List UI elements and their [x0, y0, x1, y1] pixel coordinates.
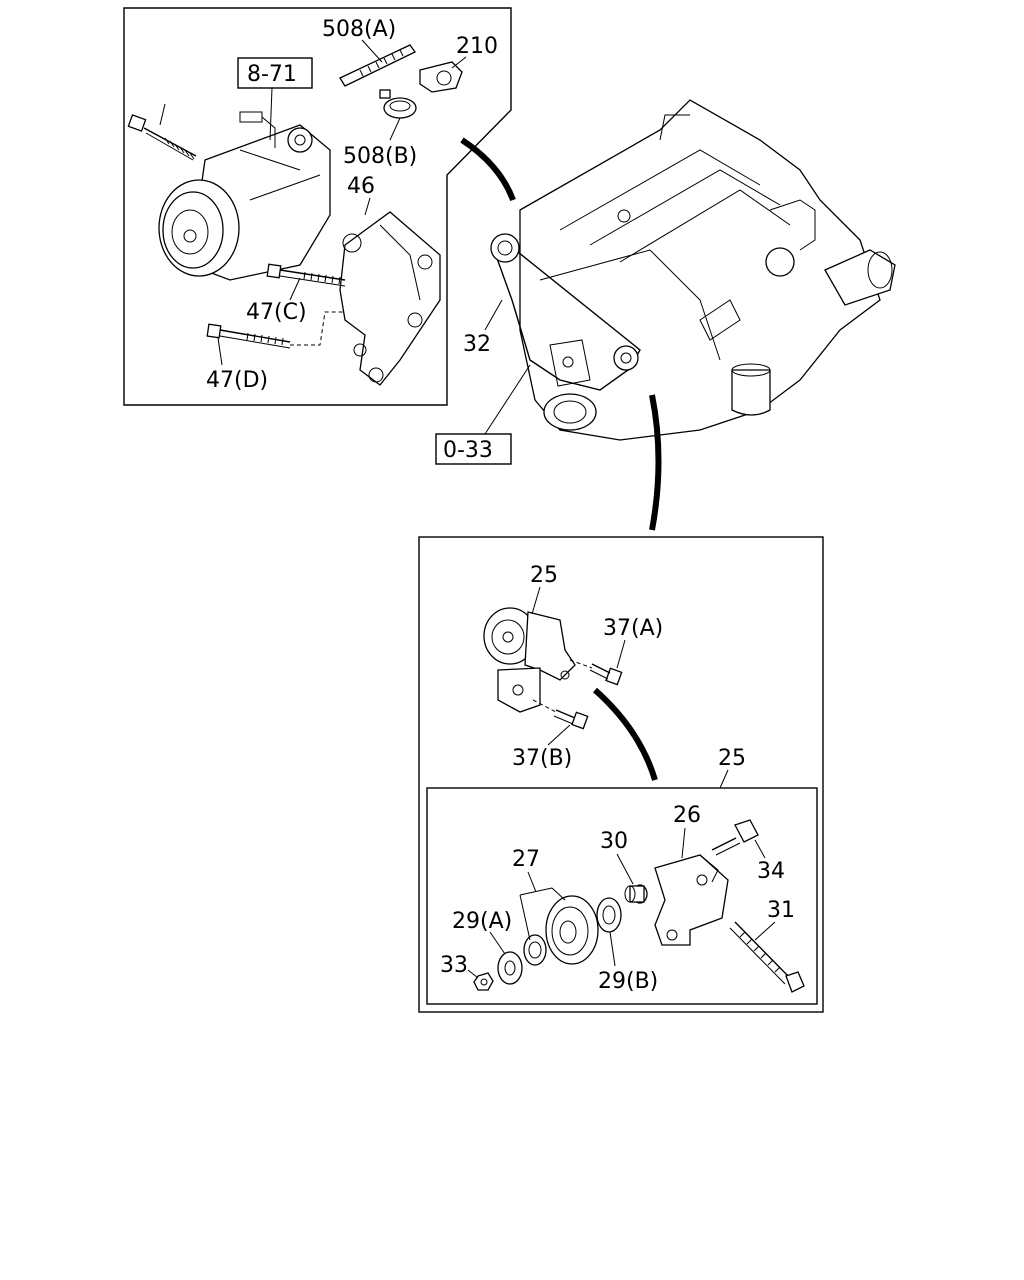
engine-icon — [519, 99, 896, 441]
compressor-inset-frame — [123, 7, 512, 406]
label-8-71: 8-71 — [247, 62, 297, 87]
compressor-icon — [158, 111, 331, 281]
bolt-14-icon — [127, 114, 197, 161]
label-29a: 29(A) — [452, 909, 512, 934]
label-25-top: 25 — [530, 563, 558, 588]
label-47c: 47(C) — [246, 300, 307, 325]
drive-belt-32-icon — [490, 233, 641, 431]
label-508a: 508(A) — [322, 17, 396, 42]
bolt-37a-icon — [569, 659, 623, 686]
tensioner-inset-frame — [418, 536, 824, 1013]
label-32: 32 — [463, 332, 491, 357]
label-47d: 47(D) — [206, 368, 268, 393]
exploded-view-frame — [426, 787, 818, 1005]
pulley-27-icon — [523, 895, 599, 966]
bolt-31-icon — [729, 921, 805, 993]
ref-box-0-33 — [435, 433, 512, 465]
bracket-46-icon — [339, 211, 441, 386]
bolt-34-icon — [711, 819, 759, 856]
label-27: 27 — [512, 847, 540, 872]
bolt-47d-icon — [206, 311, 345, 349]
callout-arrow-exploded — [593, 687, 658, 781]
callout-arrow-compressor — [460, 137, 516, 202]
tensioner-25-icon — [483, 607, 576, 713]
clip-210-icon — [419, 61, 463, 93]
label-25-box: 25 — [718, 746, 746, 771]
label-34: 34 — [757, 859, 785, 884]
washer-29b-icon — [596, 897, 622, 933]
label-37b: 37(B) — [512, 746, 572, 771]
label-30: 30 — [600, 829, 628, 854]
bracket-26-icon — [654, 854, 729, 946]
label-33: 33 — [440, 953, 468, 978]
callout-arrow-tensioner — [649, 394, 662, 531]
label-210: 210 — [456, 34, 498, 59]
ref-box-8-71 — [237, 57, 313, 89]
cable-tie-508a-icon — [339, 44, 416, 87]
label-26: 26 — [673, 803, 701, 828]
washer-29a-icon — [497, 951, 523, 985]
clamp-508b-icon — [379, 89, 417, 119]
label-37a: 37(A) — [603, 616, 663, 641]
spacer-30-icon — [624, 884, 648, 904]
label-46: 46 — [347, 174, 375, 199]
leader-14 — [159, 103, 166, 126]
label-508b: 508(B) — [343, 144, 417, 169]
label-29b: 29(B) — [598, 969, 658, 994]
bolt-37b-icon — [532, 699, 589, 730]
label-31: 31 — [767, 898, 795, 923]
label-0-33: 0-33 — [443, 438, 493, 463]
nut-33-icon — [473, 972, 494, 991]
bolt-47c-icon — [266, 263, 346, 287]
